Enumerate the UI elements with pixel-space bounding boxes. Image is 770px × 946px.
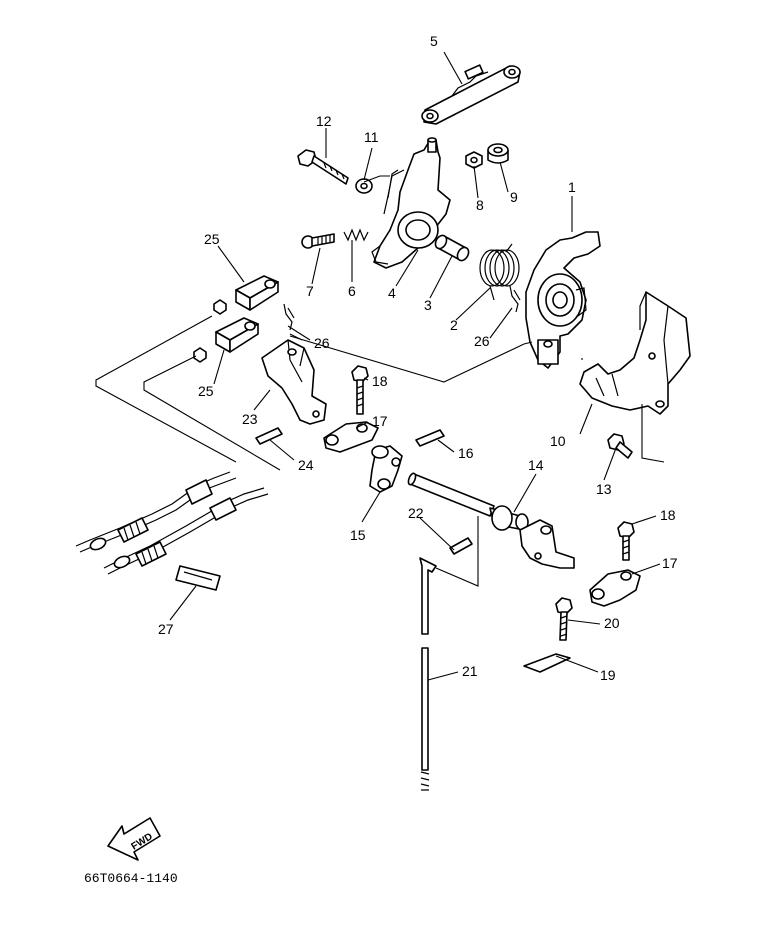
callout-20: 20 [604,615,620,631]
callout-leaders [169,51,661,681]
part-7-screw [301,233,335,249]
callout-17b: 17 [662,555,678,571]
callout-22: 22 [408,505,424,521]
part-13-screw [607,433,633,459]
callout-5: 5 [430,33,438,49]
callout-8: 8 [476,197,484,213]
callout-26b: 26 [474,333,490,349]
callout-7: 7 [306,283,314,299]
callout-10: 10 [550,433,566,449]
callout-19: 19 [600,667,616,683]
callout-24: 24 [298,457,314,473]
part-10-bracket [579,291,691,415]
part-20-bolt [555,597,573,641]
part-15-shift-link [369,445,403,493]
part-5-link-rod [421,64,521,125]
part-24-pin [255,427,283,445]
callout-16: 16 [458,445,474,461]
part-2-torsion-spring [479,243,520,301]
callout-4: 4 [388,285,396,301]
callout-15: 15 [350,527,366,543]
part-4-throttle-cam [371,137,451,269]
part-21-shift-rod [419,557,437,791]
callout-13: 13 [596,481,612,497]
cable-nut-lower [193,347,207,363]
assembly-guide-lines [95,169,665,587]
cable-nut-upper [213,299,227,315]
part-26-clip-left [283,303,295,331]
callout-18b: 18 [660,507,676,523]
part-1-control-lever [525,231,601,369]
part-22-pin [449,537,473,555]
callout-labels: 5 1 2 3 4 6 7 8 9 10 11 12 13 14 15 16 1… [158,33,678,683]
part-19-plate [523,653,571,673]
callout-1: 1 [568,179,576,195]
part-26-clip-right [509,285,521,313]
callout-3: 3 [424,297,432,313]
part-18-bolt-upper [351,365,369,415]
part-9-collar [487,143,509,164]
part-17-clamp-right [589,569,641,607]
part-27-label [175,565,221,591]
remote-control-cables [75,471,269,575]
part-8-nut [465,151,483,169]
callout-9: 9 [510,189,518,205]
callout-21: 21 [462,663,478,679]
part-25-cable-joint-lower [215,317,259,353]
fwd-arrow-icon: FWD [107,817,161,861]
callout-2: 2 [450,317,458,333]
callout-14: 14 [528,457,544,473]
callout-26a: 26 [314,335,330,351]
part-3-sleeve [434,234,470,262]
part-16-pin [415,429,445,447]
callout-6: 6 [348,283,356,299]
callout-25b: 25 [198,383,214,399]
callout-23: 23 [242,411,258,427]
part-25-cable-joint-upper [235,275,279,311]
part-12-bolt [297,149,349,185]
part-17-clamp-upper [323,421,379,453]
part-18-bolt-right [617,521,635,561]
part-23-cable-bracket [261,339,327,425]
callout-27: 27 [158,621,174,637]
part-11-washer [355,178,373,194]
callout-25a: 25 [204,231,220,247]
part-14-shift-shaft [407,472,575,569]
drawing-code: 66T0664-1140 [84,871,178,886]
callout-11: 11 [364,129,379,145]
callout-18a: 18 [372,373,388,389]
callout-17a: 17 [372,413,388,429]
part-6-spring [343,228,369,242]
callout-12: 12 [316,113,332,129]
